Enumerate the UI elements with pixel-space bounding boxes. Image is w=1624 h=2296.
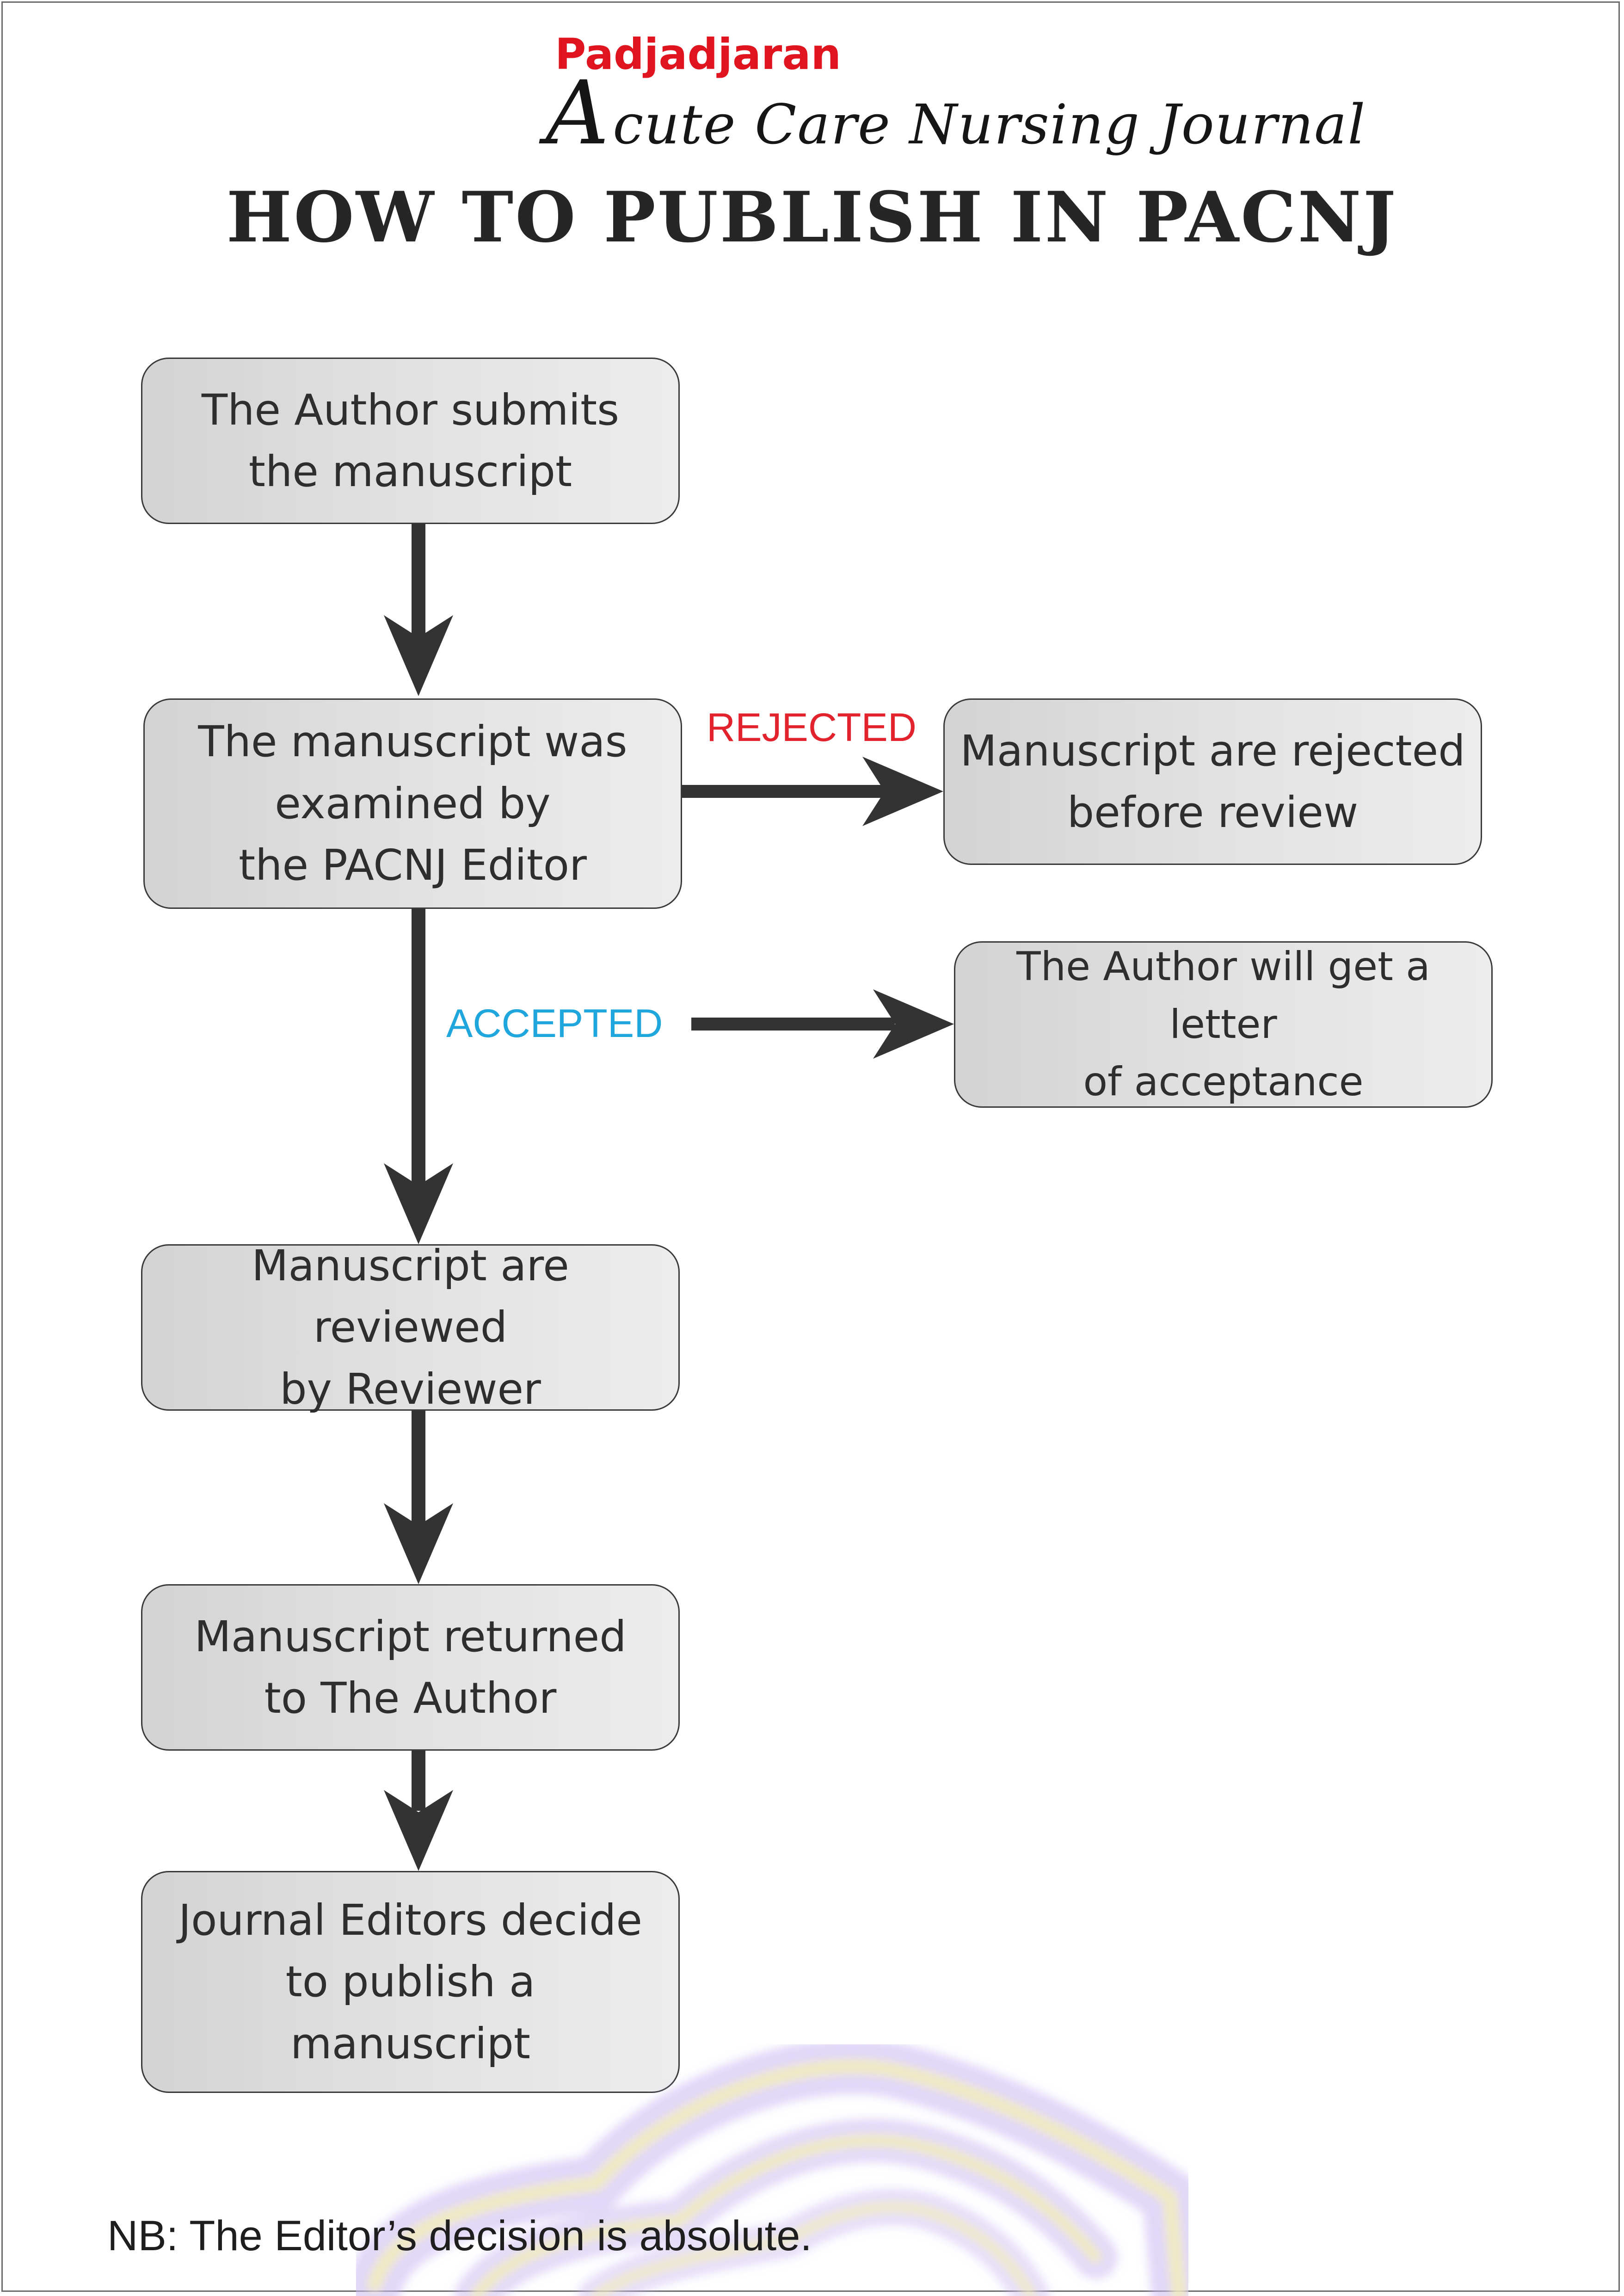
- node-editor-examines: The manuscript was examined by the PACNJ…: [143, 698, 682, 909]
- logo-padjadjaran: Padjadjaran: [555, 30, 841, 79]
- node-editors-decide: Journal Editors decide to publish a manu…: [141, 1871, 680, 2093]
- edge-label-rejected: REJECTED: [707, 705, 917, 750]
- editor-decision-note: NB: The Editor’s decision is absolute.: [107, 2212, 812, 2259]
- node-returned-to-author: Manuscript returned to The Author: [141, 1584, 680, 1751]
- page-title: HOW TO PUBLISH IN PACNJ: [226, 177, 1398, 258]
- logo-journal-name: Acute Care Nursing Journal: [546, 69, 1366, 157]
- node-reviewed-by-reviewer: Manuscript are reviewed by Reviewer: [141, 1241, 680, 1414]
- logo-initial: A: [546, 62, 610, 164]
- edge-label-accepted: ACCEPTED: [446, 1001, 663, 1046]
- logo-rest: cute Care Nursing Journal: [613, 93, 1366, 156]
- node-letter-of-acceptance: The Author will get a letter of acceptan…: [954, 941, 1493, 1108]
- node-author-submits: The Author submits the manuscript: [141, 358, 680, 524]
- node-rejected-before-review: Manuscript are rejected before review: [943, 698, 1482, 865]
